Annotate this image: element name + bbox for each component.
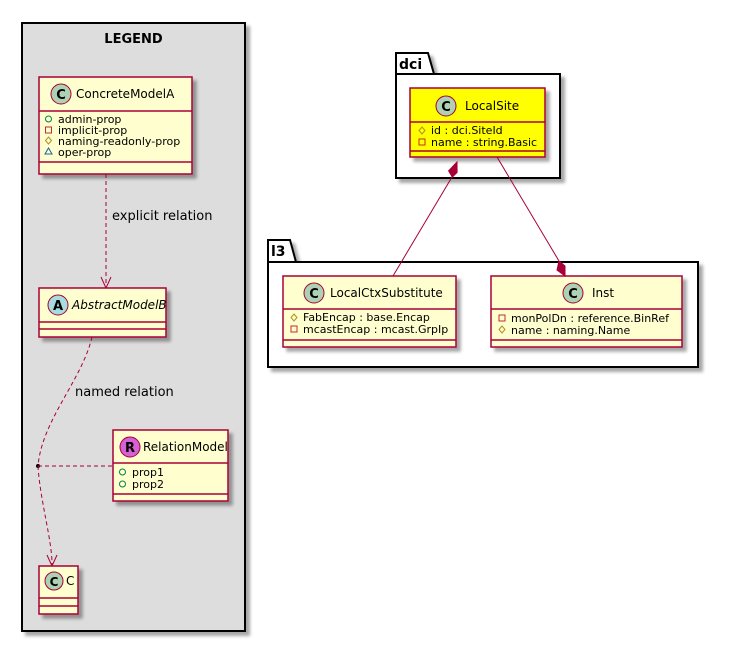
class-concrete-model-a[interactable]: C ConcreteModelA admin-prop implicit-pro… — [38, 76, 193, 175]
private-visibility-icon — [418, 138, 426, 146]
prop-row: naming-readonly-prop — [44, 135, 180, 148]
class-type-icon — [435, 95, 457, 117]
class-inst[interactable]: C Inst monPolDn : reference.BinRef name … — [490, 275, 683, 348]
prop-label: id : dci.SiteId — [431, 124, 503, 137]
prop-label: name : string.Basic — [431, 136, 537, 149]
prop-label: mcastEncap : mcast.GrpIp — [303, 323, 448, 336]
class-local-site[interactable]: C LocalSite id : dci.SiteId name : strin… — [409, 87, 546, 158]
prop-label: prop2 — [132, 478, 164, 491]
prop-row: name : naming.Name — [498, 324, 631, 337]
prop-row: prop1 — [119, 466, 164, 479]
composition-localsite-localctxsubstitute — [392, 160, 458, 277]
prop-label: admin-prop — [58, 113, 121, 126]
protected-visibility-icon — [290, 313, 298, 322]
protected-visibility-icon — [498, 325, 506, 334]
private-visibility-icon — [45, 126, 52, 134]
class-name: AbstractModelB — [71, 298, 167, 312]
named-relation-label: named relation — [75, 385, 174, 400]
prop-row: mcastEncap : mcast.GrpIp — [290, 323, 448, 336]
legend-title: LEGEND — [104, 32, 163, 47]
composition-diamond — [556, 260, 566, 277]
prop-row: name : string.Basic — [418, 136, 537, 149]
class-type-icon — [562, 282, 584, 304]
class-abstract-model-b[interactable]: A AbstractModelB — [38, 287, 167, 338]
prop-label: name : naming.Name — [511, 324, 631, 337]
prop-label: oper-prop — [58, 146, 111, 159]
class-name: RelationModel — [143, 440, 228, 454]
legend-package: LEGEND C ConcreteModelA admin-prop impli… — [21, 22, 246, 632]
relation-type-icon — [119, 436, 141, 458]
abstract-type-icon — [47, 294, 69, 316]
class-relation-model[interactable]: R RelationModel prop1 prop2 — [112, 429, 229, 502]
prop-label: FabEncap : base.Encap — [303, 311, 430, 324]
public-visibility-icon — [45, 115, 52, 123]
prop-row: oper-prop — [44, 146, 111, 159]
prop-row: monPolDn : reference.BinRef — [498, 312, 670, 325]
class-type-icon — [44, 571, 64, 591]
class-type-icon — [303, 282, 325, 304]
class-type-letter: A — [53, 299, 63, 314]
class-local-ctx-substitute[interactable]: C LocalCtxSubstitute FabEncap : base.Enc… — [282, 275, 457, 348]
prop-label: implicit-prop — [58, 124, 127, 137]
composition-localsite-inst — [496, 156, 566, 277]
prop-row: FabEncap : base.Encap — [290, 311, 430, 324]
prop-label: prop1 — [132, 466, 164, 479]
class-type-letter: C — [50, 575, 59, 589]
class-name: LocalCtxSubstitute — [330, 286, 443, 300]
class-name: Inst — [592, 286, 614, 300]
named-relation-arrow: named relation — [36, 336, 174, 568]
class-type-letter: C — [309, 287, 319, 302]
package-dci: dci C LocalSite id : dci.SiteId name : s… — [395, 52, 561, 179]
prop-row: id : dci.SiteId — [418, 124, 503, 137]
class-type-icon — [50, 83, 72, 105]
prop-label: monPolDn : reference.BinRef — [511, 312, 670, 325]
private-visibility-icon — [290, 325, 298, 333]
class-name: ConcreteModelA — [76, 87, 175, 101]
public-visibility-icon — [119, 480, 126, 488]
package-l3: l3 C LocalCtxSubstitute FabEncap : base.… — [267, 239, 699, 368]
composition-diamond — [447, 160, 458, 178]
package-name: dci — [399, 57, 422, 73]
private-visibility-icon — [498, 314, 506, 322]
package-name: l3 — [271, 244, 286, 260]
prop-row: implicit-prop — [45, 124, 127, 137]
class-c[interactable]: C C — [38, 565, 79, 615]
protected-visibility-icon — [418, 126, 426, 135]
class-type-letter: R — [125, 441, 135, 456]
class-name: C — [66, 574, 74, 588]
prop-label: naming-readonly-prop — [58, 135, 180, 148]
protected-visibility-icon — [44, 136, 53, 145]
class-name: LocalSite — [465, 99, 519, 113]
package-visibility-icon — [44, 147, 53, 155]
public-visibility-icon — [119, 468, 126, 476]
explicit-relation-label: explicit relation — [112, 209, 212, 224]
prop-row: admin-prop — [45, 113, 121, 126]
prop-row: prop2 — [119, 478, 164, 491]
class-type-letter: C — [568, 287, 578, 302]
class-type-letter: C — [441, 100, 451, 115]
class-type-letter: C — [56, 88, 66, 103]
